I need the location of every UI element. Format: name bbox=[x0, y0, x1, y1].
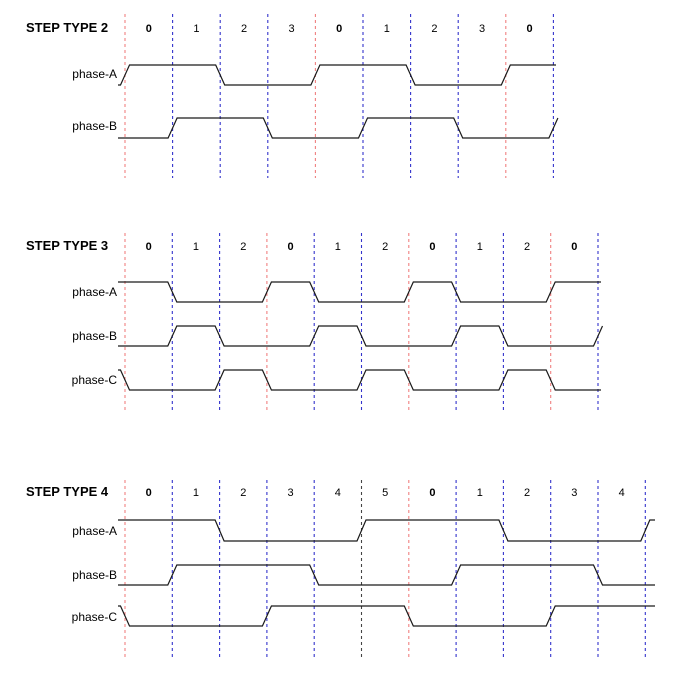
phase-label-phase-B: phase-B bbox=[72, 119, 117, 133]
section-title: STEP TYPE 4 bbox=[26, 484, 109, 499]
step-number: 0 bbox=[287, 241, 293, 253]
step-number: 2 bbox=[431, 23, 437, 35]
waveform-phase-C bbox=[118, 369, 601, 391]
step-number: 0 bbox=[336, 23, 342, 35]
step-number: 1 bbox=[335, 241, 341, 253]
step-number: 2 bbox=[240, 241, 246, 253]
waveform-phase-A bbox=[118, 281, 601, 303]
step-number: 2 bbox=[524, 241, 530, 253]
step-number: 1 bbox=[477, 241, 483, 253]
phase-label-phase-C: phase-C bbox=[72, 373, 118, 387]
section-title: STEP TYPE 3 bbox=[26, 238, 108, 253]
step-number: 4 bbox=[335, 487, 341, 499]
step-number: 0 bbox=[429, 487, 435, 499]
phase-label-phase-B: phase-B bbox=[72, 568, 117, 582]
step-number: 3 bbox=[479, 23, 485, 35]
waveform-phase-A bbox=[118, 519, 655, 542]
step-number: 3 bbox=[289, 23, 295, 35]
step-number: 0 bbox=[527, 23, 533, 35]
step-number: 0 bbox=[146, 487, 152, 499]
step-number: 1 bbox=[384, 23, 390, 35]
phase-label-phase-A: phase-A bbox=[72, 285, 117, 299]
step-number: 1 bbox=[193, 241, 199, 253]
step-number: 3 bbox=[287, 487, 293, 499]
section-step-type-2: STEP TYPE 2 0 1 2 3 0 1 2 3 0 phase-A phase-B bbox=[26, 14, 559, 178]
step-number: 4 bbox=[619, 487, 625, 499]
waveform-phase-A bbox=[118, 64, 556, 86]
waveform-phase-B bbox=[118, 325, 604, 347]
phase-label-phase-C: phase-C bbox=[72, 610, 118, 624]
step-number: 5 bbox=[382, 487, 388, 499]
step-number: 0 bbox=[146, 23, 152, 35]
waveform-phase-B bbox=[118, 564, 655, 586]
step-number: 2 bbox=[241, 23, 247, 35]
waveform-phase-B bbox=[118, 117, 559, 139]
step-number: 2 bbox=[240, 487, 246, 499]
section-title: STEP TYPE 2 bbox=[26, 20, 108, 35]
step-number: 0 bbox=[429, 241, 435, 253]
waveform-phase-C bbox=[118, 605, 655, 627]
step-number: 3 bbox=[571, 487, 577, 499]
phase-label-phase-B: phase-B bbox=[72, 329, 117, 343]
section-step-type-4: STEP TYPE 4 0 1 2 3 4 5 0 1 2 3 4 phase-A phase-B phas… bbox=[26, 480, 655, 658]
phase-label-phase-A: phase-A bbox=[72, 67, 117, 81]
phase-label-phase-A: phase-A bbox=[72, 524, 117, 538]
step-number: 2 bbox=[382, 241, 388, 253]
step-number: 2 bbox=[524, 487, 530, 499]
step-number: 1 bbox=[193, 487, 199, 499]
step-number: 1 bbox=[193, 23, 199, 35]
step-number: 0 bbox=[571, 241, 577, 253]
step-number: 1 bbox=[477, 487, 483, 499]
step-number: 0 bbox=[146, 241, 152, 253]
section-step-type-3: STEP TYPE 3 0 1 2 0 1 2 0 1 2 0 phase-A phase-B phase… bbox=[26, 233, 604, 412]
